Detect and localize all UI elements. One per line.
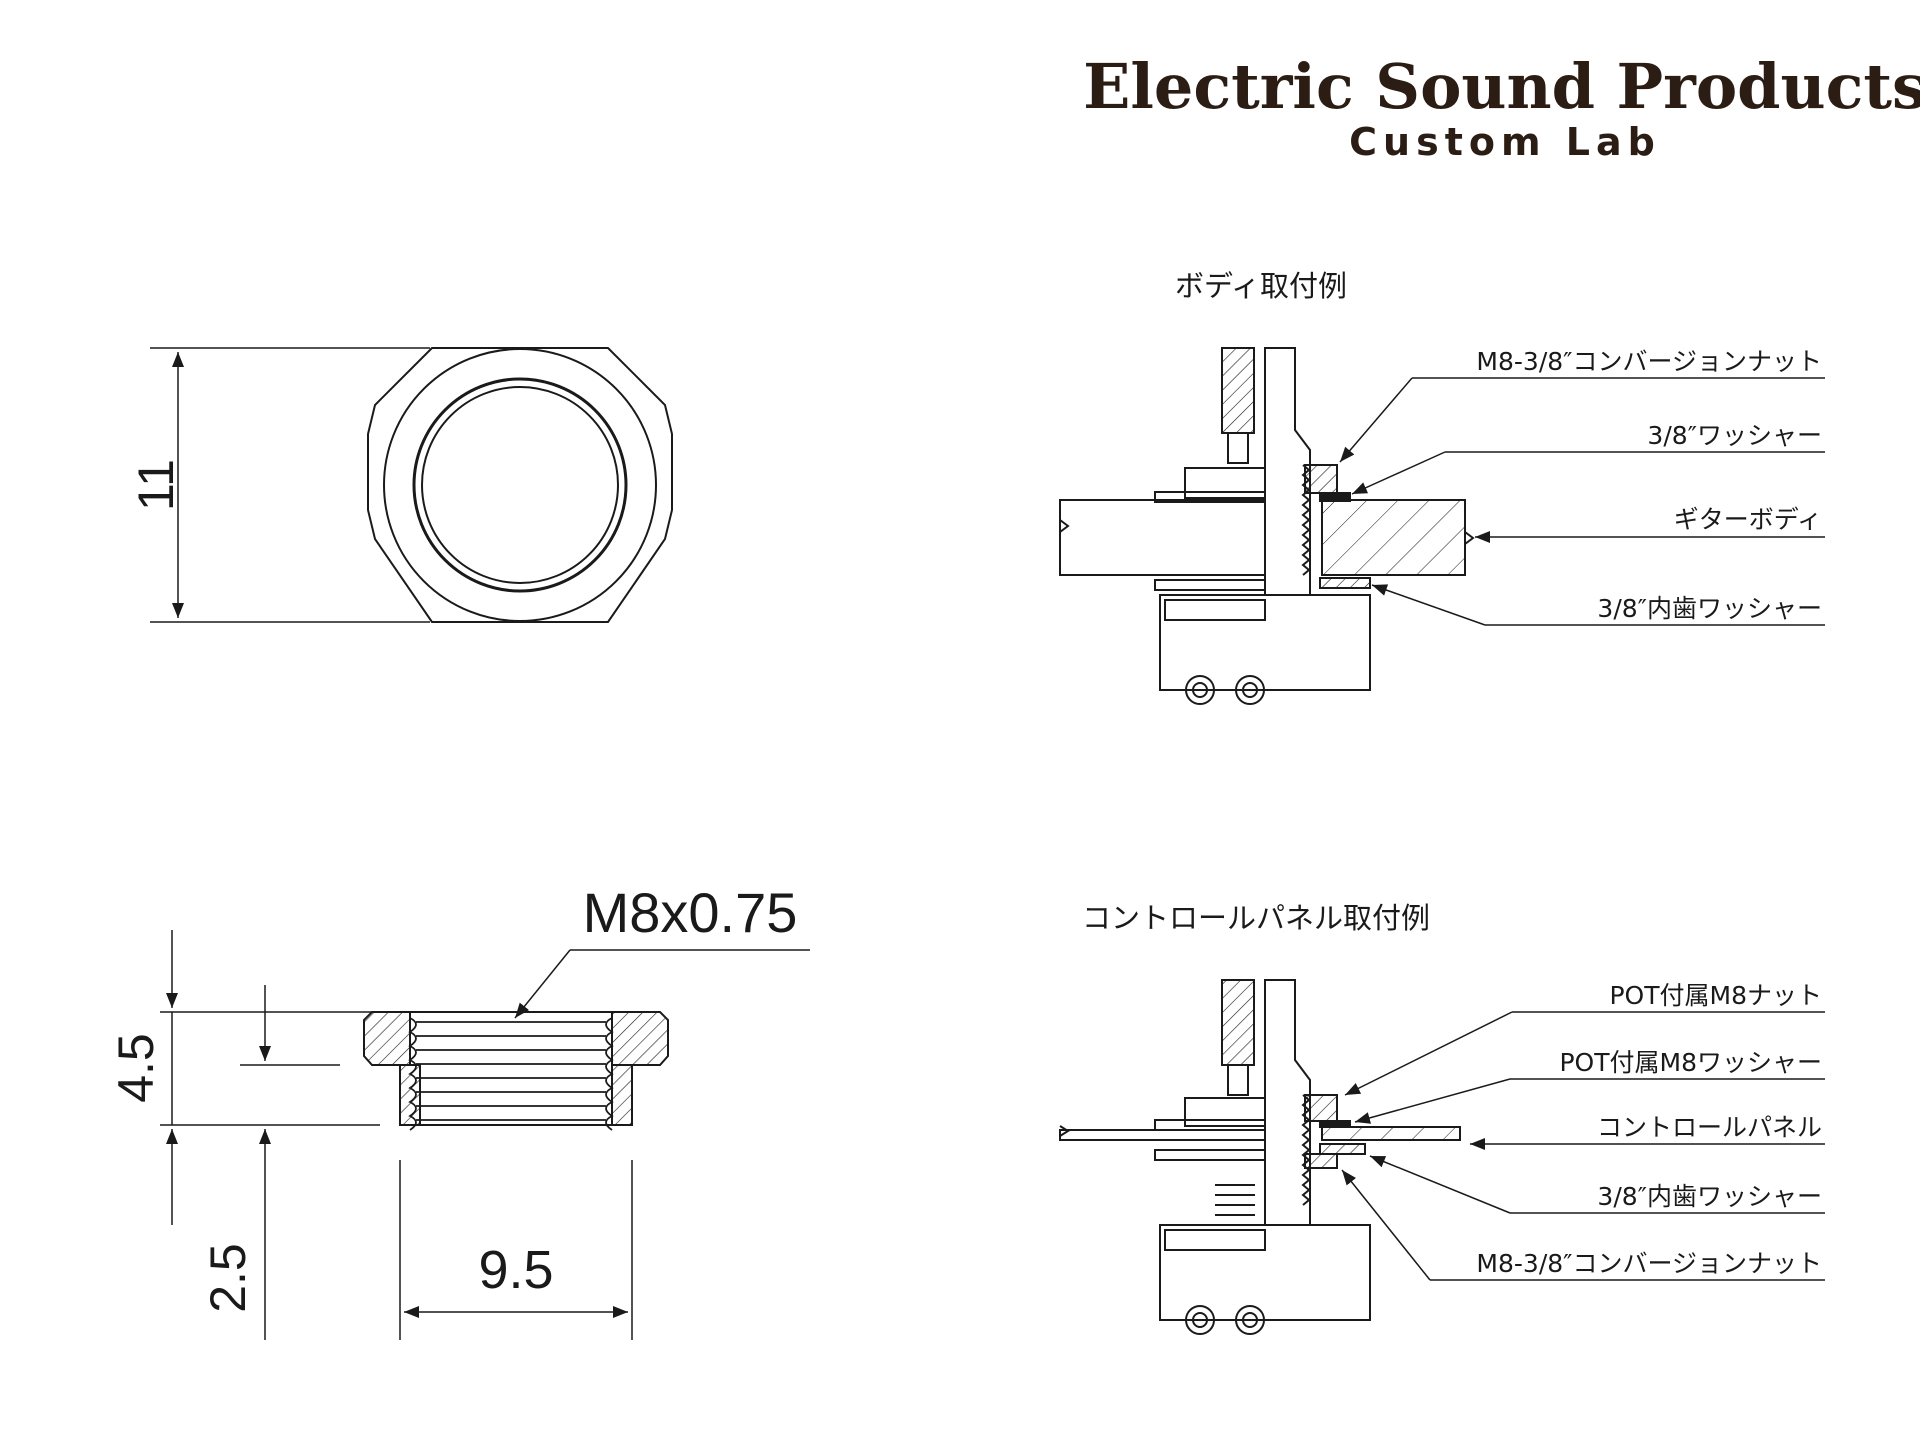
section-right-body — [611, 1064, 633, 1126]
panel-mount-labels: POT付属M8ナット POT付属M8ワッシャー コントロールパネル 3/8″内歯… — [1476, 981, 1822, 1278]
section-right-flange — [611, 1011, 669, 1066]
panel-mount-leaders — [1341, 1011, 1825, 1281]
section-left-flange — [363, 1011, 411, 1066]
panel-mount-drawing — [1059, 979, 1461, 1335]
label-pot-washer: POT付属M8ワッシャー — [1559, 1048, 1822, 1077]
brand-subname: Custom Lab — [1349, 120, 1661, 164]
dimension-height-value: 11 — [128, 459, 184, 511]
label-pot-nut: POT付属M8ナット — [1609, 981, 1822, 1010]
thread-spec-leader — [514, 949, 810, 1019]
hex-outline — [367, 347, 673, 623]
body-mount-leaders — [1339, 377, 1825, 626]
dimension-total-height-value: 4.5 — [108, 1033, 164, 1103]
label-conversion-nut: M8-3/8″コンバージョンナット — [1476, 347, 1822, 376]
bore-inner-circle — [421, 386, 619, 584]
chamfer-circle — [383, 348, 657, 622]
bore-outer-circle — [412, 377, 628, 593]
panel-mount-title: コントロールパネル取付例 — [1082, 901, 1430, 935]
label-internal-tooth-washer: 3/8″内歯ワッシャー — [1597, 594, 1822, 623]
label-panel-internal-tooth-washer: 3/8″内歯ワッシャー — [1597, 1182, 1822, 1211]
brand-name: Electric Sound Products — [1083, 50, 1920, 123]
nut-section-view — [363, 1011, 669, 1131]
body-mount-drawing — [1059, 347, 1475, 705]
dimension-width-value: 9.5 — [478, 1240, 553, 1300]
body-mount-title: ボディ取付例 — [1175, 269, 1347, 303]
hex-nut-top-view — [150, 347, 673, 623]
body-mount-labels: M8-3/8″コンバージョンナット 3/8″ワッシャー ギターボディ 3/8″内… — [1476, 347, 1822, 623]
thread-lines — [408, 1017, 614, 1131]
label-panel-conversion-nut: M8-3/8″コンバージョンナット — [1476, 1249, 1822, 1278]
thread-spec-label: M8x0.75 — [583, 881, 798, 944]
brand-logo: Electric Sound Products Custom Lab — [1083, 50, 1920, 164]
label-control-panel: コントロールパネル — [1597, 1113, 1822, 1142]
dimension-flange-value: 2.5 — [200, 1243, 256, 1313]
label-guitar-body: ギターボディ — [1674, 505, 1822, 534]
section-dimensions — [160, 930, 633, 1340]
label-washer: 3/8″ワッシャー — [1647, 421, 1822, 450]
